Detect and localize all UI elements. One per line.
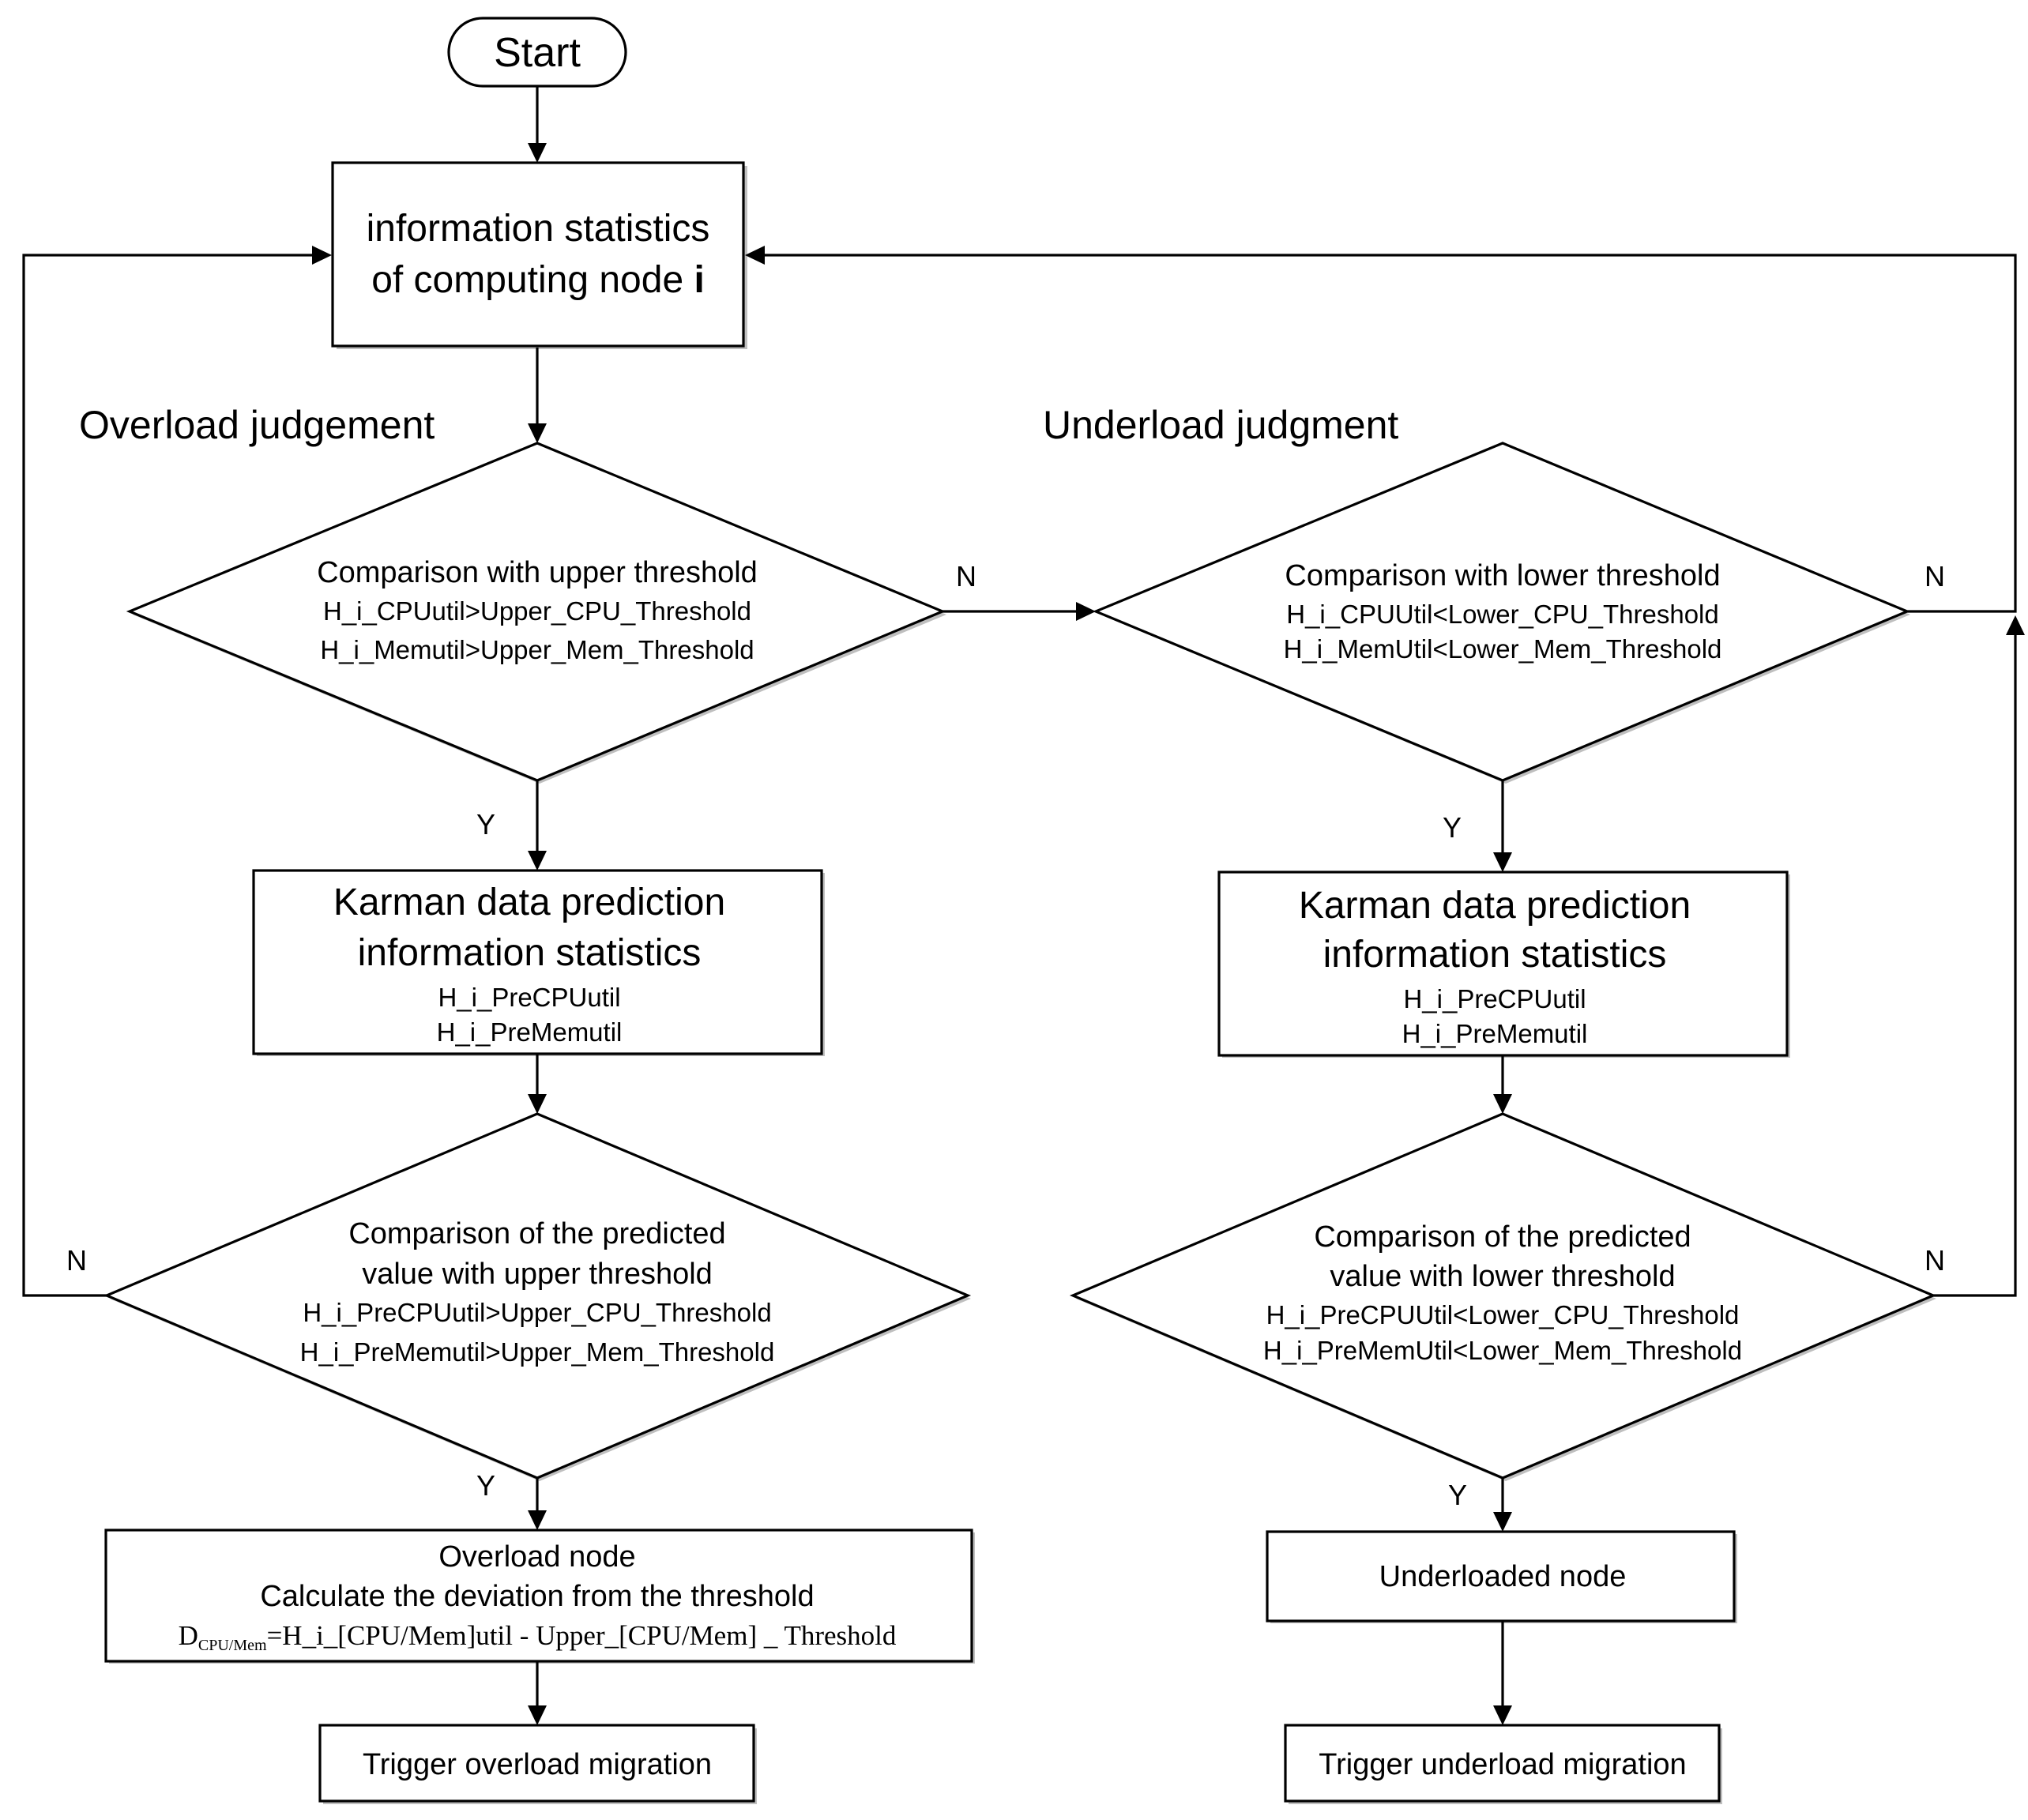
- edge-label-overload-yes: Y: [476, 808, 495, 840]
- overload-predicted-decision: [103, 1112, 972, 1480]
- edge-underload-no-loop: [762, 254, 2017, 613]
- connector-lines: [22, 87, 2025, 1725]
- section-label-overload: Overload judgement: [79, 403, 435, 447]
- info-statistics-line2: of computing node i: [371, 259, 705, 301]
- overload-decision-title: Comparison with upper threshold: [317, 556, 758, 589]
- underload-predicted-line2: value with lower threshold: [1330, 1260, 1675, 1293]
- edge-label-underload-no: N: [1925, 560, 1945, 592]
- overload-predicted-line2: value with upper threshold: [362, 1258, 713, 1291]
- trigger-overload-box: [318, 1724, 755, 1803]
- info-statistics-box: [331, 161, 745, 348]
- start-terminator: [447, 17, 627, 88]
- overload-node-title: Overload node: [438, 1540, 635, 1574]
- underload-prediction-line2: information statistics: [1323, 934, 1667, 976]
- underload-predicted-line1: Comparison of the predicted: [1314, 1220, 1691, 1254]
- edge-label-overload-no: N: [956, 560, 976, 592]
- underload-predicted-cond-cpu: H_i_PreCPUUtil<Lower_CPU_Threshold: [1266, 1300, 1740, 1329]
- overload-deviation-formula: DCPU/Mem=H_i_[CPU/Mem]util - Upper_[CPU/…: [179, 1620, 897, 1654]
- underloaded-node-box: [1266, 1530, 1736, 1623]
- overload-predicted-cond-mem: H_i_PreMemutil>Upper_Mem_Threshold: [300, 1337, 775, 1367]
- trigger-underload-label: Trigger underload migration: [1319, 1748, 1686, 1781]
- edge-underload-pred-no-up: [1933, 632, 2017, 1297]
- overload-prediction-line1: Karman data prediction: [333, 882, 725, 923]
- overload-decision-cond-cpu: H_i_CPUutil>Upper_CPU_Threshold: [323, 596, 751, 626]
- underloaded-node-label: Underloaded node: [1379, 1560, 1627, 1593]
- underload-prediction-var-cpu: H_i_PreCPUutil: [1403, 984, 1586, 1013]
- overload-predicted-line1: Comparison of the predicted: [348, 1217, 725, 1250]
- edge-label-overload-pred-yes: Y: [476, 1469, 495, 1502]
- underload-decision-cond-cpu: H_i_CPUUtil<Lower_CPU_Threshold: [1286, 600, 1718, 629]
- underload-threshold-decision: [1092, 442, 1911, 782]
- overload-prediction-line2: information statistics: [358, 932, 702, 974]
- underload-decision-title: Comparison with lower threshold: [1285, 559, 1720, 592]
- edge-label-underload-pred-no: N: [1925, 1244, 1945, 1277]
- edge-label-overload-pred-no: N: [66, 1244, 87, 1277]
- underload-prediction-line1: Karman data prediction: [1299, 885, 1691, 927]
- edge-label-underload-yes: Y: [1443, 811, 1462, 844]
- overload-prediction-var-cpu: H_i_PreCPUutil: [438, 983, 620, 1012]
- edge-label-underload-pred-yes: Y: [1448, 1479, 1467, 1511]
- overload-predicted-cond-cpu: H_i_PreCPUutil>Upper_CPU_Threshold: [303, 1298, 771, 1327]
- trigger-underload-box: [1284, 1724, 1721, 1803]
- info-statistics-line1: information statistics: [367, 208, 710, 250]
- overload-prediction-var-mem: H_i_PreMemutil: [437, 1017, 623, 1047]
- overload-decision-cond-mem: H_i_Memutil>Upper_Mem_Threshold: [320, 635, 754, 664]
- edge-overload-pred-no-loop: [22, 254, 314, 1297]
- start-label: Start: [494, 30, 581, 76]
- underload-predicted-cond-mem: H_i_PreMemUtil<Lower_Mem_Threshold: [1263, 1336, 1742, 1365]
- section-label-underload: Underload judgment: [1043, 403, 1398, 447]
- underload-prediction-box: [1217, 871, 1789, 1057]
- overload-threshold-decision: [126, 442, 946, 782]
- underload-prediction-var-mem: H_i_PreMemutil: [1402, 1019, 1588, 1048]
- overload-node-deviation-label: Calculate the deviation from the thresho…: [260, 1580, 814, 1613]
- overload-prediction-box: [252, 869, 823, 1055]
- trigger-overload-label: Trigger overload migration: [363, 1748, 712, 1781]
- overload-node-box: [104, 1529, 973, 1663]
- underload-decision-cond-mem: H_i_MemUtil<Lower_Mem_Threshold: [1284, 634, 1722, 664]
- underload-predicted-decision: [1069, 1112, 1937, 1480]
